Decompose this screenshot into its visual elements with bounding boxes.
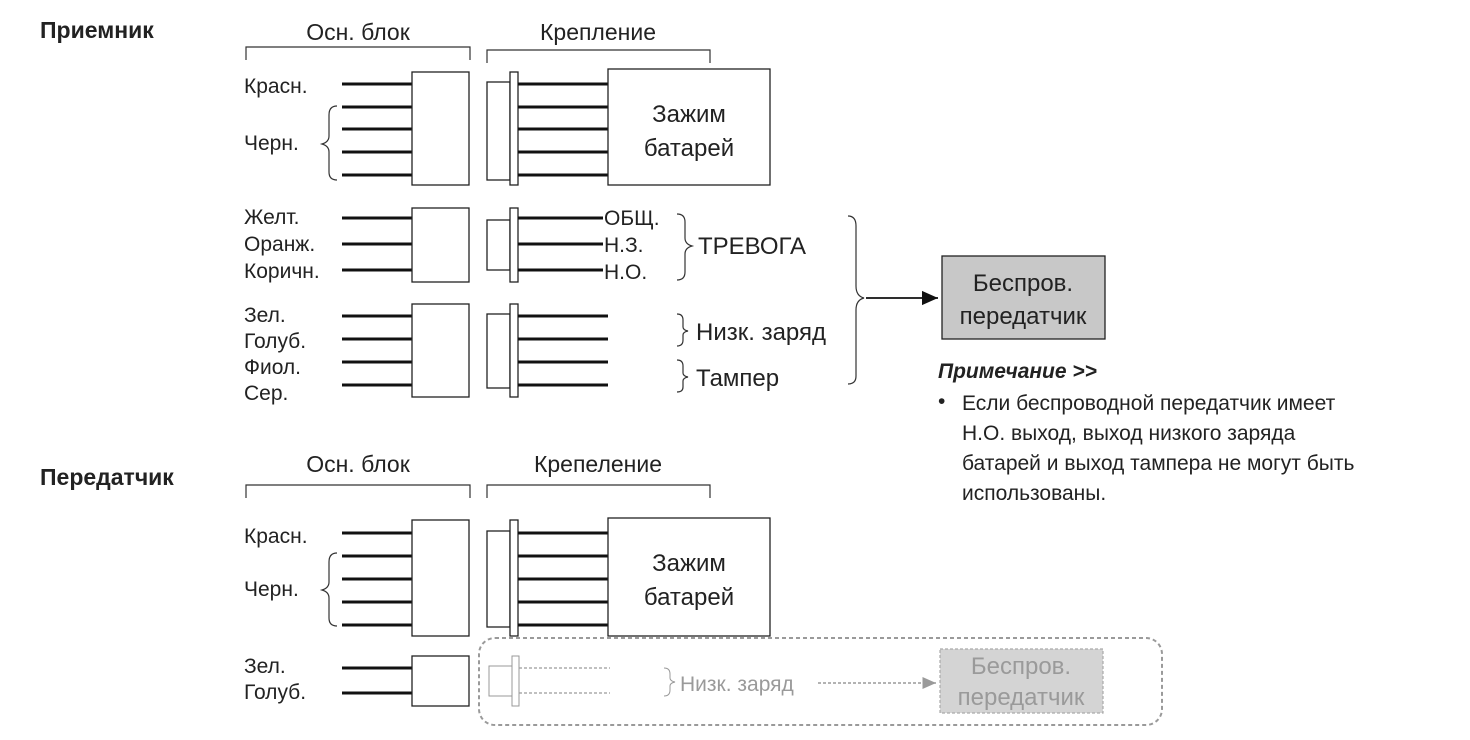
- receiver-status-group: Зел. Голуб. Фиол. Сер. Низк. заряд Тампе…: [244, 303, 826, 405]
- receiver-wire-red-label: Красн.: [244, 75, 308, 98]
- transmitter-wire-green-label: Зел.: [244, 655, 286, 678]
- note-line-3: батарей и выход тампера не могут быть: [962, 452, 1354, 475]
- receiver-wire-green-label: Зел.: [244, 304, 286, 327]
- receiver-alarm-label: ТРЕВОГА: [698, 233, 806, 260]
- receiver-wire-orange-label: Оранж.: [244, 233, 315, 256]
- receiver-tamper-label: Тампер: [696, 365, 779, 392]
- transmitter-status-main-connector: [411, 655, 470, 707]
- receiver-battery-clamp-line2: батарей: [644, 135, 734, 162]
- receiver-alarm-mount-connector: [486, 219, 511, 271]
- transmitter-status-mount-connector: [488, 665, 513, 697]
- transmitter-main-unit-label: Осн. блок: [306, 451, 410, 477]
- receiver-low-battery-brace: [676, 313, 689, 347]
- transmitter-low-battery-group: Зел. Голуб. Низк. заряд Беспров. передат…: [244, 637, 1163, 726]
- receiver-main-unit-bracket: [245, 46, 471, 60]
- note-line-4: использованы.: [962, 482, 1106, 505]
- receiver-wire-yellow-label: Желт.: [244, 206, 300, 229]
- receiver-title: Приемник: [40, 17, 154, 43]
- receiver-mount-label: Крепление: [540, 19, 656, 45]
- note-line-1: Если беспроводной передатчик имеет: [962, 392, 1336, 415]
- receiver-power-group: Красн. Черн. Зажим батарей: [244, 68, 771, 186]
- receiver-alarm-main-connector: [411, 207, 470, 283]
- receiver-alarm-mount-flange: [509, 207, 519, 283]
- receiver-main-unit-label: Осн. блок: [306, 19, 410, 45]
- receiver-black-brace: [319, 105, 338, 181]
- receiver-tamper-brace: [676, 359, 689, 393]
- receiver-battery-clamp-line1: Зажим: [652, 101, 726, 128]
- receiver-alarm-group: Желт. Оранж. Коричн. ОБЩ. Н.З. Н.О. ТРЕВ…: [244, 206, 806, 284]
- receiver-terminal-nc: Н.З.: [604, 234, 644, 257]
- transmitter-wire-blue-label: Голуб.: [244, 681, 306, 704]
- receiver-wire-blue-label: Голуб.: [244, 330, 306, 353]
- receiver-mount-bracket: [486, 49, 711, 63]
- receiver-status-main-connector: [411, 303, 470, 398]
- receiver-mount-connector: [486, 81, 511, 181]
- transmitter-main-unit-bracket: [245, 484, 471, 498]
- note-line-2: Н.О. выход, выход низкого заряда: [962, 422, 1296, 445]
- receiver-status-mount-flange: [509, 303, 519, 398]
- transmitter-power-group: Красн. Черн. Зажим батарей: [244, 517, 771, 637]
- transmitter-low-battery-brace: [663, 667, 676, 697]
- transmitter-wireless-tx-line1: Беспров.: [971, 653, 1071, 680]
- receiver-battery-clamp: [607, 68, 771, 186]
- receiver-alarm-brace: [676, 213, 695, 281]
- transmitter-wire-red-label: Красн.: [244, 525, 308, 548]
- receiver-output-brace: [847, 215, 865, 385]
- transmitter-main-connector: [411, 519, 470, 637]
- transmitter-battery-clamp-line2: батарей: [644, 584, 734, 611]
- receiver-wire-brown-label: Коричн.: [244, 260, 320, 283]
- transmitter-battery-clamp: [607, 517, 771, 637]
- transmitter-wire-black-label: Черн.: [244, 578, 299, 601]
- transmitter-title: Передатчик: [40, 464, 174, 490]
- receiver-wire-gray-label: Сер.: [244, 382, 288, 405]
- receiver-low-battery-label: Низк. заряд: [696, 319, 826, 346]
- receiver-wireless-transmitter-box: [941, 255, 1106, 340]
- receiver-status-mount-connector: [486, 313, 511, 389]
- receiver-terminal-no: Н.О.: [604, 261, 647, 284]
- receiver-main-connector: [411, 71, 470, 186]
- receiver-wireless-tx-line2: передатчик: [960, 303, 1087, 330]
- transmitter-status-mount-flange: [511, 655, 520, 707]
- transmitter-wireless-tx-line2: передатчик: [958, 684, 1085, 711]
- optional-area-outline: [478, 637, 1163, 726]
- receiver-terminal-com: ОБЩ.: [604, 207, 660, 230]
- transmitter-mount-bracket: [486, 484, 711, 498]
- transmitter-mount-connector: [486, 530, 511, 628]
- receiver-mount-flange: [509, 71, 519, 186]
- transmitter-black-brace: [319, 552, 338, 627]
- note-title: Примечание >>: [938, 360, 1097, 383]
- receiver-wire-violet-label: Фиол.: [244, 356, 301, 379]
- transmitter-mount-label: Крепеление: [534, 451, 662, 477]
- receiver-wire-black-label: Черн.: [244, 132, 299, 155]
- receiver-wireless-tx-line1: Беспров.: [973, 270, 1073, 297]
- transmitter-battery-clamp-line1: Зажим: [652, 550, 726, 577]
- transmitter-mount-flange: [509, 519, 519, 637]
- transmitter-wireless-transmitter-box: [939, 648, 1104, 714]
- note-bullet: •: [938, 390, 945, 413]
- transmitter-low-battery-label: Низк. заряд: [680, 673, 794, 696]
